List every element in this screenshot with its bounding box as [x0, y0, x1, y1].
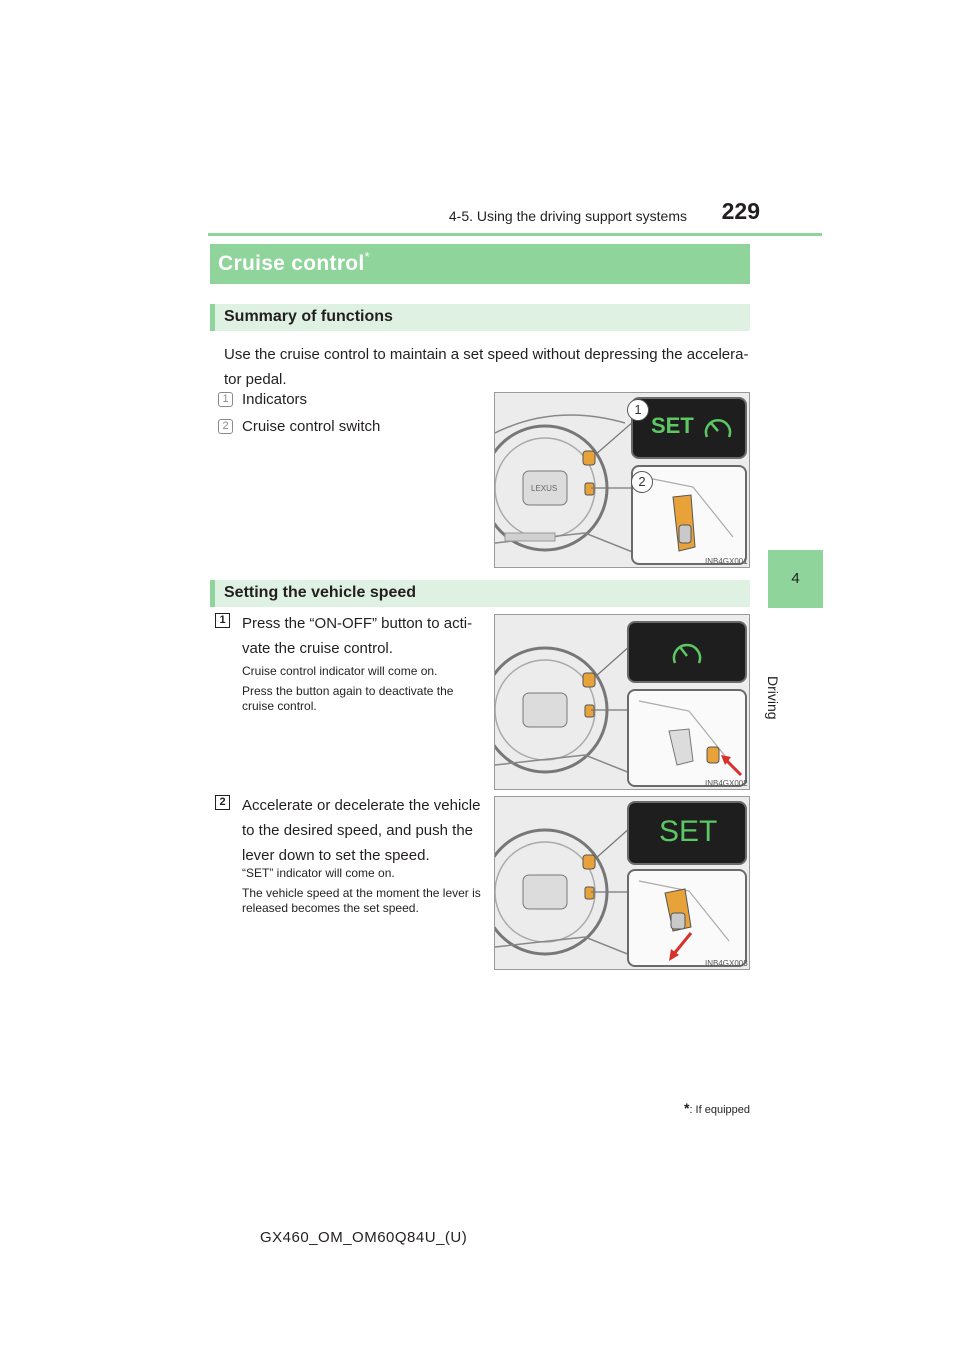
equipped-mark: * — [364, 249, 370, 264]
cruise-lever-illustration — [642, 476, 734, 552]
step-2-note: “SET” indicator will come on. — [242, 866, 395, 880]
item-number-badge: 1 — [218, 392, 233, 407]
setting-heading-bar — [210, 580, 750, 607]
figure-code: INB4GX003 — [705, 959, 748, 968]
page-title: Cruise control* — [218, 249, 370, 276]
figure-on-off: INB4GX002 — [494, 614, 750, 790]
step-number-badge: 1 — [215, 613, 230, 628]
step-number-badge: 2 — [215, 795, 230, 810]
lcd-indicator-panel: SET — [631, 397, 747, 459]
summary-intro: Use the cruise control to maintain a set… — [224, 346, 749, 388]
page-title-text: Cruise control — [218, 252, 365, 275]
callout-2: 2 — [631, 471, 653, 493]
document-id: GX460_OM_OM60Q84U_(U) — [260, 1229, 468, 1246]
setting-heading: Setting the vehicle speed — [224, 584, 417, 601]
item-label-switch: Cruise control switch — [242, 418, 381, 435]
lever-inset — [627, 869, 747, 967]
lcd-indicator-panel — [627, 621, 747, 683]
cruise-lever-illustration — [638, 880, 730, 961]
footnote-text: : If equipped — [689, 1104, 750, 1116]
set-indicator: SET — [659, 815, 718, 848]
chapter-tab — [768, 550, 823, 608]
on-off-button-illustration — [638, 700, 743, 777]
svg-text:LEXUS: LEXUS — [531, 484, 557, 493]
running-header-section: 4-5. Using the driving support systems — [448, 208, 687, 224]
figure-code: INB4GX001 — [705, 557, 748, 566]
summary-heading: Summary of functions — [224, 308, 393, 325]
step-2-text: Accelerate or decelerate the vehicle to … — [242, 797, 481, 864]
title-bar — [210, 244, 750, 284]
step-1-note: Press the button again to deactivate the… — [242, 684, 454, 713]
lever-inset — [627, 689, 747, 787]
chapter-title: Driving — [765, 676, 781, 720]
set-indicator: SET — [651, 413, 694, 438]
summary-heading-bar — [210, 304, 750, 331]
callout-1: 1 — [627, 399, 649, 421]
figure-code: INB4GX002 — [705, 779, 748, 788]
chapter-title-vertical: Driving — [765, 618, 801, 720]
step-1-text: Press the “ON-OFF” button to acti- vate … — [242, 615, 473, 657]
lcd-indicator-panel: SET — [627, 801, 747, 865]
step-1-note: Cruise control indicator will come on. — [242, 664, 438, 678]
figure-set-speed: SET INB4GX003 — [494, 796, 750, 970]
page-number: 229 — [721, 198, 760, 224]
item-number-badge: 2 — [218, 419, 233, 434]
figure-cockpit-overview: LEXUS SET 1 2 INB4GX001 — [494, 392, 750, 568]
step-2-note: The vehicle speed at the moment the leve… — [242, 886, 481, 915]
item-label-indicators: Indicators — [242, 391, 308, 408]
header-rule — [208, 233, 822, 236]
chapter-number: 4 — [791, 570, 800, 587]
cruise-indicator-icon — [672, 643, 702, 664]
footnote-mark: * — [683, 1100, 690, 1116]
cruise-indicator-icon — [704, 419, 732, 438]
footnote: *: If equipped — [610, 1100, 750, 1116]
